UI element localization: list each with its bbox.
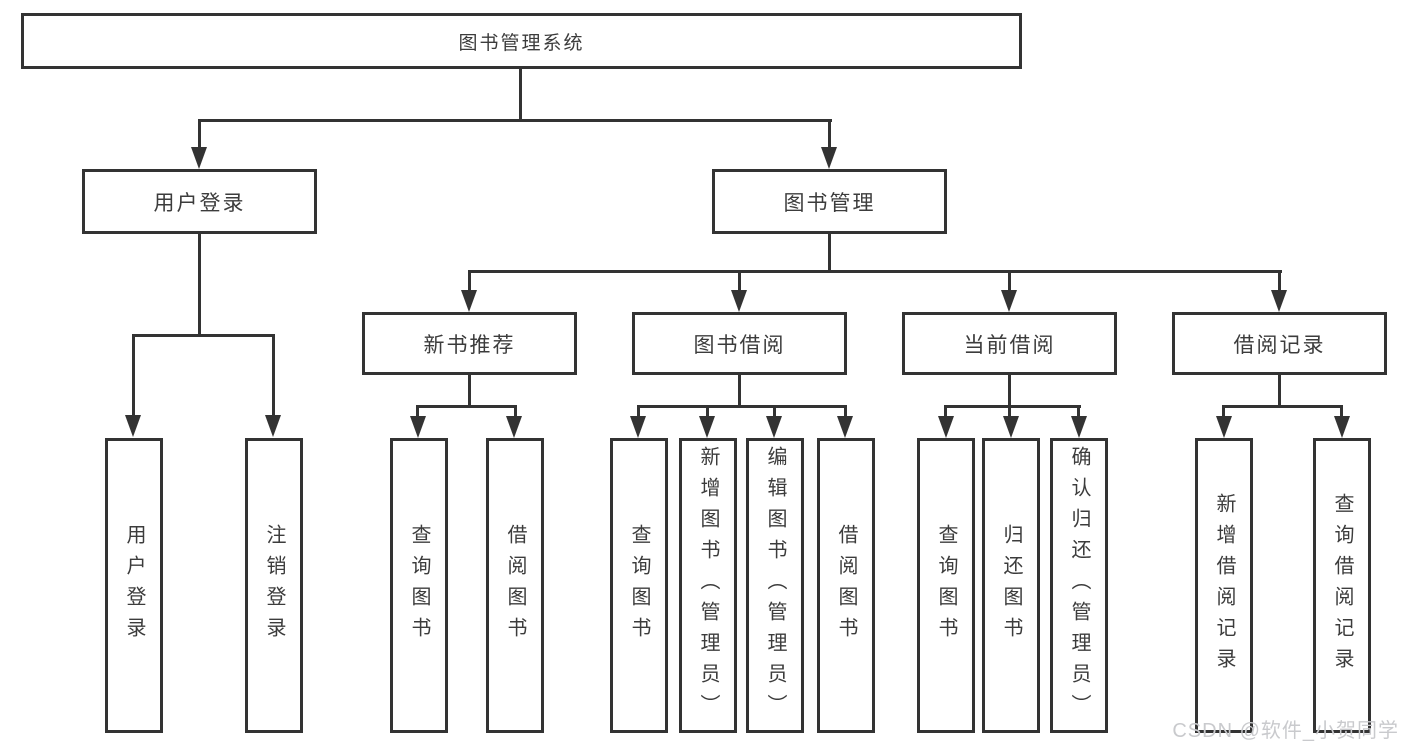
arrowhead-down-icon — [731, 290, 747, 312]
node-current-borrow: 当前借阅 — [902, 312, 1117, 375]
connector-segment — [416, 405, 419, 418]
node-label: 借阅图书 — [835, 523, 857, 648]
leaf-return-book: 归还图书 — [982, 438, 1040, 733]
connector-segment — [1278, 270, 1281, 292]
node-label: 编辑图书（管理员） — [764, 446, 786, 725]
leaf-query-borrow-record: 查询借阅记录 — [1313, 438, 1371, 733]
connector-segment — [828, 234, 831, 273]
node-label: 查询图书 — [935, 523, 957, 648]
connector-segment — [132, 334, 275, 337]
node-label: 图书借阅 — [693, 333, 786, 357]
arrowhead-down-icon — [506, 416, 522, 438]
leaf-query-books-current: 查询图书 — [917, 438, 975, 733]
connector-segment — [1222, 405, 1343, 408]
node-new-book-recommend: 新书推荐 — [362, 312, 577, 375]
arrowhead-down-icon — [766, 416, 782, 438]
connector-segment — [1008, 270, 1011, 292]
connector-segment — [773, 405, 776, 418]
node-label: 查询图书 — [408, 523, 430, 648]
node-label: 用户登录 — [123, 523, 145, 648]
connector-segment — [637, 405, 640, 418]
arrowhead-down-icon — [410, 416, 426, 438]
watermark-text: CSDN @软件_小贺同学 — [1172, 720, 1399, 742]
connector-segment — [738, 270, 741, 292]
node-label: 注销登录 — [263, 523, 285, 648]
connector-segment — [272, 334, 275, 417]
connector-segment — [1008, 405, 1011, 418]
arrowhead-down-icon — [837, 416, 853, 438]
node-label: 借阅记录 — [1233, 333, 1326, 357]
connector-segment — [468, 375, 471, 408]
leaf-borrow-books: 借阅图书 — [817, 438, 875, 733]
node-label: 归还图书 — [1000, 523, 1022, 648]
connector-segment — [844, 405, 847, 418]
leaf-query-books-borrow: 查询图书 — [610, 438, 668, 733]
leaf-borrow-books-recommend: 借阅图书 — [486, 438, 544, 733]
arrowhead-down-icon — [821, 147, 837, 169]
connector-segment — [198, 119, 201, 149]
node-label: 查询借阅记录 — [1331, 492, 1353, 679]
arrowhead-down-icon — [1071, 416, 1087, 438]
node-root-system: 图书管理系统 — [21, 13, 1022, 69]
connector-segment — [706, 405, 709, 418]
connector-segment — [468, 270, 471, 292]
connector-segment — [637, 405, 847, 408]
node-label: 图书管理 — [783, 191, 876, 215]
arrowhead-down-icon — [630, 416, 646, 438]
node-book-borrow: 图书借阅 — [632, 312, 847, 375]
node-book-management: 图书管理 — [712, 169, 947, 234]
connector-segment — [198, 119, 832, 122]
arrowhead-down-icon — [1334, 416, 1350, 438]
connector-segment — [198, 233, 201, 337]
leaf-user-login: 用户登录 — [105, 438, 163, 733]
leaf-confirm-return-admin: 确认归还（管理员） — [1050, 438, 1108, 733]
arrowhead-down-icon — [125, 415, 141, 437]
arrowhead-down-icon — [938, 416, 954, 438]
leaf-add-book-admin: 新增图书（管理员） — [679, 438, 737, 733]
connector-segment — [468, 270, 1282, 273]
node-borrow-records: 借阅记录 — [1172, 312, 1387, 375]
connector-segment — [1278, 375, 1281, 408]
node-label: 用户登录 — [153, 191, 246, 215]
connector-segment — [1340, 405, 1343, 418]
node-label: 当前借阅 — [963, 333, 1056, 357]
connector-segment — [944, 405, 947, 418]
node-label: 新增图书（管理员） — [697, 446, 719, 725]
connector-segment — [1222, 405, 1225, 418]
leaf-edit-book-admin: 编辑图书（管理员） — [746, 438, 804, 733]
connector-segment — [514, 405, 517, 418]
arrowhead-down-icon — [1271, 290, 1287, 312]
connector-segment — [1008, 375, 1011, 408]
node-label: 借阅图书 — [504, 523, 526, 648]
node-user-login: 用户登录 — [82, 169, 317, 234]
node-label: 查询图书 — [628, 523, 650, 648]
connector-segment — [944, 405, 1081, 408]
connector-segment — [828, 119, 831, 149]
node-label: 新书推荐 — [423, 333, 516, 357]
arrowhead-down-icon — [1001, 290, 1017, 312]
connector-segment — [132, 334, 135, 417]
node-label: 新增借阅记录 — [1213, 492, 1235, 679]
arrowhead-down-icon — [1003, 416, 1019, 438]
arrowhead-down-icon — [1216, 416, 1232, 438]
leaf-add-borrow-record: 新增借阅记录 — [1195, 438, 1253, 733]
connector-segment — [1077, 405, 1080, 418]
arrowhead-down-icon — [191, 147, 207, 169]
connector-segment — [519, 68, 522, 122]
leaf-logout: 注销登录 — [245, 438, 303, 733]
connector-segment — [738, 375, 741, 408]
arrowhead-down-icon — [699, 416, 715, 438]
arrowhead-down-icon — [461, 290, 477, 312]
node-label: 图书管理系统 — [458, 32, 585, 54]
node-label: 确认归还（管理员） — [1068, 446, 1090, 725]
connector-segment — [416, 405, 517, 408]
leaf-query-books-recommend: 查询图书 — [390, 438, 448, 733]
arrowhead-down-icon — [265, 415, 281, 437]
